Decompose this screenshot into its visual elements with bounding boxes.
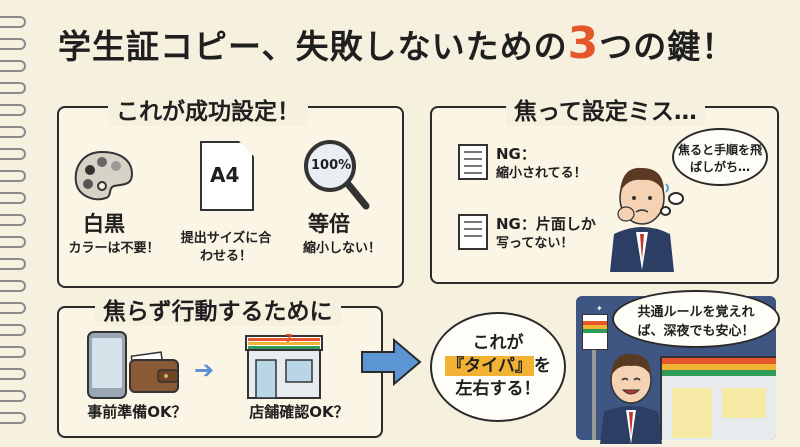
magnifier-text: 100%: [311, 158, 352, 173]
bubble-line-3: 左右する！: [455, 378, 541, 399]
ng-text-2: 写ってない！: [496, 236, 574, 251]
wallet-icon: [129, 351, 179, 393]
tipa-highlight: 『タイパ』: [445, 355, 534, 376]
success-label-3: 等倍: [308, 212, 350, 236]
store-building: [660, 356, 776, 440]
action-heading: 焦らず行動するために: [95, 292, 341, 326]
document-icon: [458, 214, 488, 250]
store-sign-pole: [592, 320, 596, 440]
arrow-right-icon: ➔: [194, 356, 215, 384]
page-title: 学生証コピー、失敗しないための3つの鍵！: [58, 18, 778, 69]
step-caption-1: 事前準備OK？: [87, 403, 187, 421]
mistakes-heading: 焦って設定ミス…: [506, 92, 705, 126]
thought-bubble: 焦ると手順を飛ばしがち…: [672, 128, 768, 186]
big-arrow-icon: [361, 337, 422, 387]
store-sign: 7: [285, 332, 293, 345]
magnifier-icon: [304, 140, 370, 210]
store-sign-board: [582, 314, 608, 350]
paper-a4-text: A4: [210, 163, 240, 187]
ng-label-2: NG：片面しか: [496, 215, 596, 233]
thought-dot: [660, 206, 671, 216]
ng-label-1: NG：: [496, 145, 536, 163]
paper-a4-icon: A4: [200, 141, 254, 211]
step-caption-2: 店舗確認OK？: [249, 403, 349, 421]
thought-text: 焦ると手順を飛ばしがち…: [677, 143, 762, 175]
title-number: 3: [567, 18, 600, 69]
reassurance-text: 共通ルールを覚えれば、深夜でも安心！: [637, 305, 755, 339]
ng-text-1: 縮小されてる！: [496, 166, 587, 181]
document-icon: [458, 144, 488, 180]
convenience-store-icon: [245, 335, 323, 399]
ng-item-1: NG： 縮小されてる！: [496, 144, 587, 183]
reassurance-speech-bubble: 共通ルールを覚えれば、深夜でも安心！: [612, 290, 780, 348]
title-after: つの鍵！: [599, 27, 736, 66]
palette-icon: [74, 150, 134, 201]
bubble-line-2-tail: を: [533, 355, 551, 376]
thought-dot: [668, 192, 684, 205]
success-caption-2: 提出サイズに合わせる！: [180, 231, 272, 264]
tipa-speech-bubble: これが 『タイパ』を 左右する！: [430, 312, 566, 422]
success-heading: これが成功設定！: [108, 92, 308, 126]
happy-student-illustration: [600, 353, 662, 444]
night-sky-star: ✦: [596, 304, 603, 313]
bubble-line-1: これが: [472, 333, 524, 353]
success-label-1: 白黒: [83, 212, 125, 236]
success-caption-3: 縮小しない！: [302, 241, 381, 256]
worried-student-illustration: [610, 167, 674, 272]
smartphone-icon: [87, 331, 127, 399]
bubble-line-2: 『タイパ』を: [432, 355, 564, 378]
ng-item-2: NG：片面しか 写ってない！: [496, 214, 596, 253]
success-caption-1: カラーは不要！: [68, 241, 160, 256]
title-before: 学生証コピー、失敗しないための: [58, 27, 568, 66]
